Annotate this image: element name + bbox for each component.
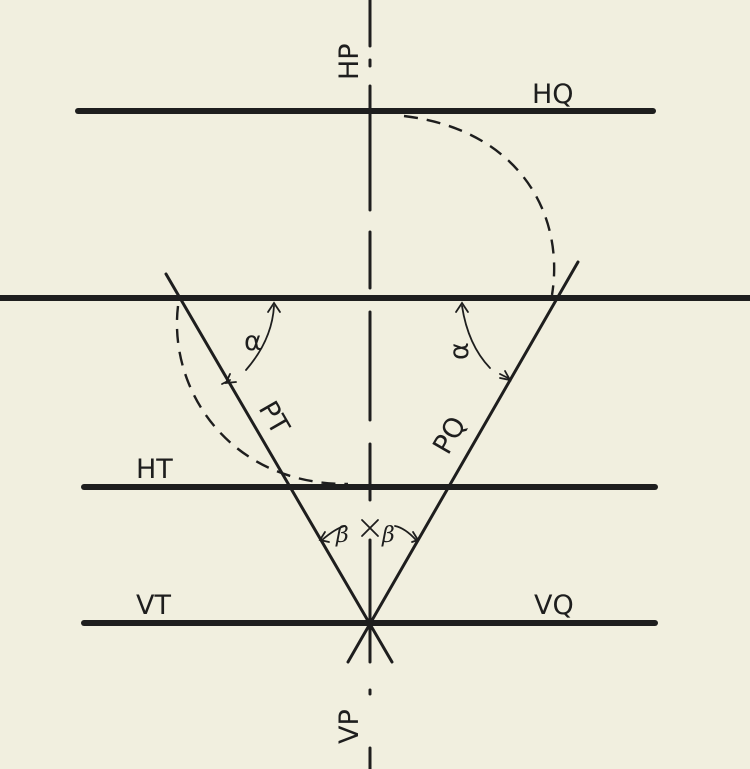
pq-label: PQ [427, 411, 473, 459]
left-beta-label: β [335, 523, 349, 548]
hp-label: HP [334, 43, 365, 80]
vq-label: VQ [534, 590, 574, 621]
beta-markers [318, 519, 420, 543]
lower-revolution-arc [175, 305, 349, 486]
pq-trace [346, 260, 580, 664]
vp-label: VP [334, 709, 365, 744]
hq-label: HQ [532, 79, 574, 110]
left-alpha-label: α [244, 326, 262, 357]
right-alpha-marker [455, 301, 512, 382]
vt-label: VT [136, 590, 171, 621]
left-alpha-marker [221, 301, 281, 385]
upper-revolution-arc [403, 114, 556, 296]
pt-trace [164, 272, 394, 664]
vertex-point [366, 619, 374, 627]
right-alpha-label: α [444, 342, 475, 360]
ht-label: HT [136, 454, 173, 485]
right-beta-label: β [381, 523, 395, 548]
